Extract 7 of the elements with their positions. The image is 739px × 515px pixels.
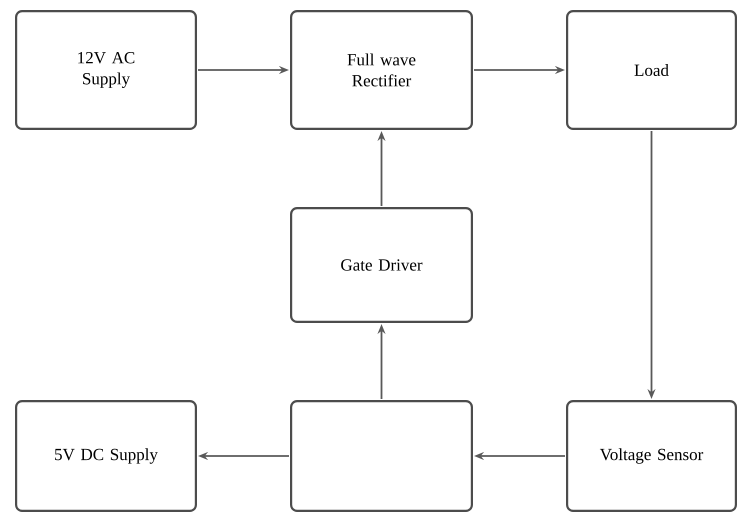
block-box: Gate Driver (290, 207, 473, 323)
block-box: 5V DC Supply (15, 400, 197, 512)
block-box: Load (566, 10, 737, 130)
block-box (290, 400, 473, 512)
block-box: Full wave Rectifier (290, 10, 473, 130)
block-box: Voltage Sensor (566, 400, 737, 512)
block-box: 12V AC Supply (15, 10, 197, 130)
